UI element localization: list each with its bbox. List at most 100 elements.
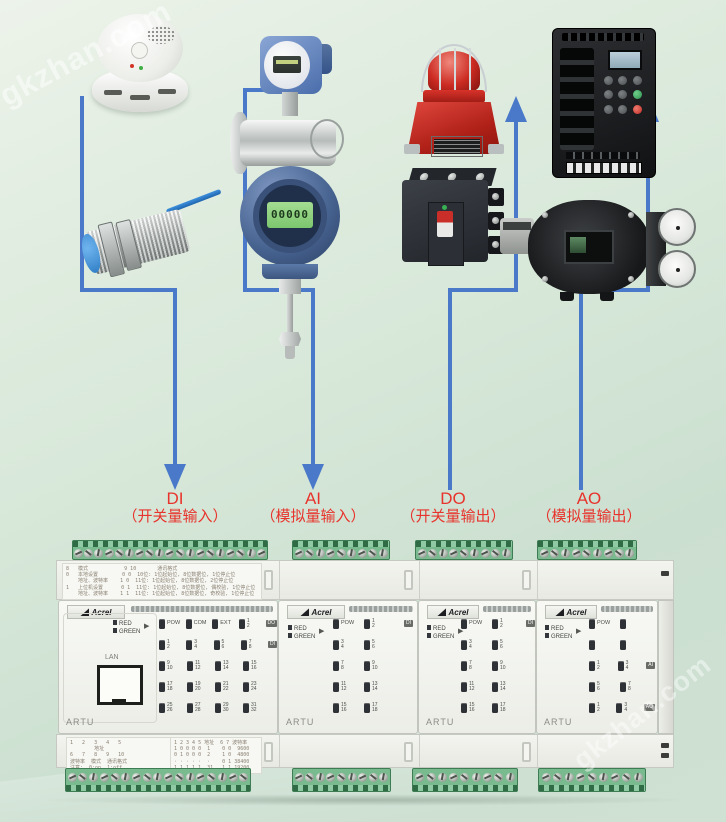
terminal-screw: [155, 548, 165, 558]
fine-print-line: 1 1 1 1 1 31 1 1 19200: [174, 765, 258, 771]
fine-print-line: 1 0 0 0 0 1 0 0 9600: [174, 746, 250, 753]
di-arrow-icon: [164, 464, 186, 490]
led-legend: RED GREEN ▶: [427, 625, 463, 641]
fine-print-line: 1 2 3 4 5 地址 6 7 波特率: [174, 740, 248, 746]
neck: [282, 92, 298, 116]
terminal-screw: [471, 772, 481, 782]
channel-type-badge: DI: [526, 620, 535, 627]
valve-positioner-image: [500, 196, 700, 304]
terminal-screw: [571, 548, 581, 558]
fine-print-line: 6 7 8 9 10: [70, 752, 125, 759]
pressure-gauge: [658, 250, 696, 288]
channel-name: （开关量输入）: [122, 508, 228, 525]
channel-name: （开关量输出）: [400, 508, 506, 525]
fine-print-line: · · · · · · 0 1 38400: [174, 758, 250, 765]
module-model: ARTU: [66, 717, 95, 727]
terminal-screw: [305, 548, 314, 558]
acrel-logo: Acrel: [545, 605, 597, 619]
acrel-logo: Acrel: [67, 605, 125, 619]
terminal-screw: [368, 772, 378, 782]
terminal-screw: [104, 548, 114, 558]
proximity-sensor-image: [78, 179, 244, 293]
terminal-screw: [347, 548, 356, 558]
di-wire: [173, 288, 177, 466]
mounting-bracket: [262, 264, 318, 279]
terminal-screw: [357, 548, 367, 558]
ao-wire: [579, 288, 583, 490]
terminal-screw: [459, 548, 469, 558]
wire-cage: [421, 44, 487, 92]
module-seam: [279, 735, 280, 767]
decor-stripe: [131, 606, 273, 612]
breaker-front-panel: [428, 202, 464, 266]
status-dot: [442, 205, 447, 210]
breaker-body: [402, 180, 488, 266]
wire-clamps: [413, 785, 517, 791]
terminal-screw: [124, 548, 134, 558]
led-indicator: POW: [159, 618, 186, 629]
logo-swoosh-icon: [555, 608, 565, 616]
channel-name: （模拟量输入）: [260, 508, 366, 525]
alarm-beacon-image: [404, 44, 504, 170]
module-model: ARTU: [286, 717, 315, 727]
terminal-screw: [625, 548, 635, 558]
terminal-screw: [539, 548, 549, 558]
module-seam: [279, 561, 280, 599]
terminal-screw: [99, 772, 109, 782]
terminal-screw: [358, 772, 368, 782]
led-square-icon: [545, 633, 549, 638]
led-square-icon: [288, 625, 292, 630]
terminal-screw: [428, 548, 437, 558]
flange: [300, 108, 352, 168]
legend-green: GREEN: [113, 628, 140, 636]
lcd-display: [273, 56, 301, 73]
terminal-strip: [292, 540, 390, 560]
terminal-screw: [438, 548, 448, 558]
vent-slot: [130, 95, 150, 100]
terminal-screw: [603, 548, 613, 558]
lan-port: [97, 665, 143, 705]
terminal-screw: [582, 548, 592, 558]
nameplate: [431, 136, 483, 157]
acrel-logo: Acrel: [427, 605, 479, 619]
terminal-screw: [132, 772, 142, 782]
led-square-icon: [113, 628, 117, 633]
di-wire: [80, 288, 177, 292]
vent-slot: [104, 90, 122, 95]
breaker-handle: [437, 211, 453, 237]
hex-nut: [279, 332, 301, 346]
terminal-screw: [153, 772, 163, 782]
led-indicator: POW: [333, 618, 364, 629]
module-model: ARTU: [544, 717, 573, 727]
legend-green: GREEN: [427, 633, 454, 641]
channel-type-badge: DI: [268, 641, 277, 648]
terminal-screw: [185, 772, 195, 782]
ao-wire: [646, 120, 650, 292]
cover-screw: [542, 212, 548, 218]
stop-key: [632, 104, 642, 114]
red-led: [130, 64, 134, 68]
module-seam: [537, 561, 538, 599]
terminal-screw: [94, 548, 104, 558]
run-key: [632, 90, 642, 100]
terminal-screw: [196, 772, 206, 782]
terminal-screw: [633, 772, 643, 782]
brand-text: Acrel: [448, 607, 469, 617]
